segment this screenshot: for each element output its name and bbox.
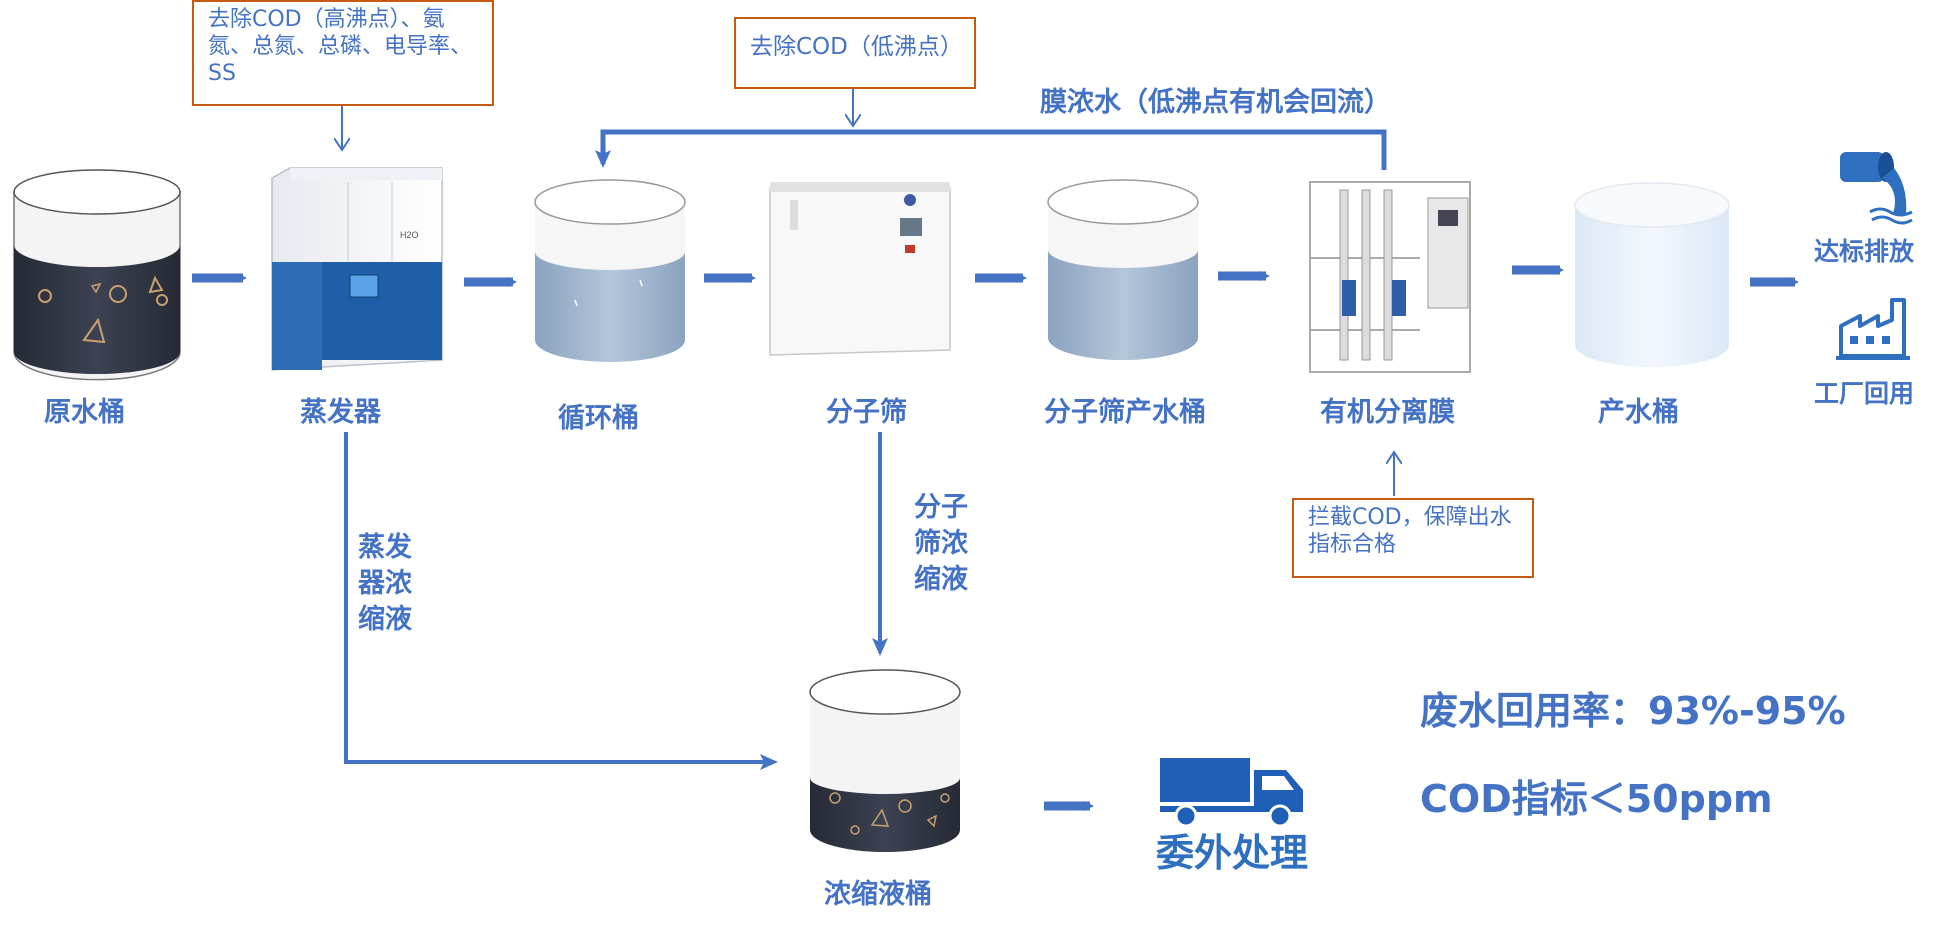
sieve-product-tank <box>1047 179 1199 360</box>
pipe-discharge-icon <box>1840 152 1913 225</box>
circulation-tank-label: 循环桶 <box>558 403 639 434</box>
process-arrows <box>192 265 1799 811</box>
sieve-concentrate-label: 分子筛浓缩液 <box>914 492 968 595</box>
molecular-sieve-machine <box>769 182 951 356</box>
circulation-tank <box>534 179 686 362</box>
cod-index-stat: COD指标＜50ppm <box>1420 777 1773 821</box>
note-pointers <box>342 88 1394 496</box>
evaporator-concentrate-line <box>344 432 778 770</box>
reflux-line <box>595 129 1387 170</box>
product-tank-label: 产水桶 <box>1598 397 1679 428</box>
factory-icon <box>1836 298 1910 360</box>
evaporator-note: 去除COD（高沸点）、氨氮、总氮、总磷、电导率、SS <box>192 0 494 106</box>
recovery-rate-stat: 废水回用率：93%-95% <box>1420 689 1846 733</box>
truck-icon <box>1160 758 1303 828</box>
organic-membrane-skid <box>1309 181 1471 373</box>
membrane-note: 拦截COD，保障出水指标合格 <box>1292 498 1534 578</box>
outsourcing-label: 委外处理 <box>1156 831 1309 875</box>
sieve-note: 去除COD（低沸点） <box>734 17 976 89</box>
reuse-label: 工厂回用 <box>1814 379 1915 408</box>
organic-membrane-label: 有机分离膜 <box>1320 397 1455 428</box>
molecular-sieve-label: 分子筛 <box>826 397 907 428</box>
raw-tank-label: 原水桶 <box>44 397 125 428</box>
evaporator-concentrate-label: 蒸发器浓缩液 <box>358 532 412 635</box>
svg-text:H2O: H2O <box>400 230 419 240</box>
evaporator-machine: H2O <box>271 167 443 371</box>
sieve-product-tank-label: 分子筛产水桶 <box>1044 397 1206 428</box>
evaporator-label: 蒸发器 <box>300 397 381 428</box>
product-water-tank <box>1574 182 1730 367</box>
reflux-label: 膜浓水（低沸点有机会回流） <box>1040 87 1391 118</box>
concentrate-tank <box>809 669 961 852</box>
discharge-label: 达标排放 <box>1814 237 1915 266</box>
concentrate-tank-label: 浓缩液桶 <box>824 879 932 910</box>
raw-water-tank <box>13 169 181 381</box>
